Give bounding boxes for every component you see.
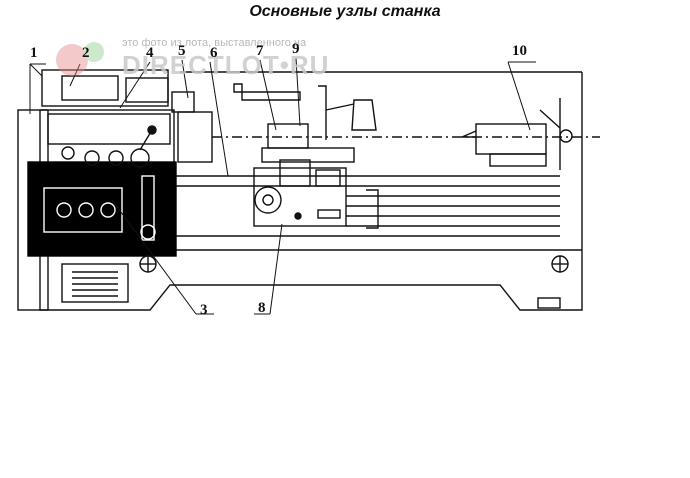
callout-6: 6 (210, 45, 218, 61)
callout-7: 7 (256, 43, 264, 59)
watermark-brand: DIRECTLOT•RU (122, 50, 329, 81)
watermark-brand-dot: • (279, 50, 290, 80)
lamp (318, 85, 377, 140)
callout-9: 9 (292, 41, 300, 57)
carriage (253, 123, 355, 227)
stand-details (61, 255, 569, 309)
callout-2: 2 (82, 45, 90, 61)
headstock-knobs (61, 125, 157, 168)
watermark-caption: это фото из лота, выставленного на (122, 37, 307, 49)
watermark-brand-suffix: RU (289, 50, 330, 80)
callout-4: 4 (146, 45, 154, 61)
diagram-title: Основные узлы станка (249, 3, 441, 20)
watermark-logo (56, 42, 104, 76)
headstock-gearbox (41, 69, 171, 145)
callout-8: 8 (258, 300, 266, 316)
callout-10: 10 (512, 43, 527, 59)
tailstock (461, 98, 573, 170)
feed-gearbox (27, 161, 177, 257)
callout-3: 3 (200, 302, 208, 318)
lathe-body-outline (17, 71, 583, 311)
chip-shield (233, 83, 301, 101)
callout-5: 5 (178, 43, 186, 59)
watermark-brand-name: DIRECTLOT (122, 50, 280, 80)
leader-lines (29, 57, 536, 315)
spindle-chuck (171, 91, 600, 163)
callout-1: 1 (30, 45, 38, 61)
bed-ways (176, 175, 560, 237)
